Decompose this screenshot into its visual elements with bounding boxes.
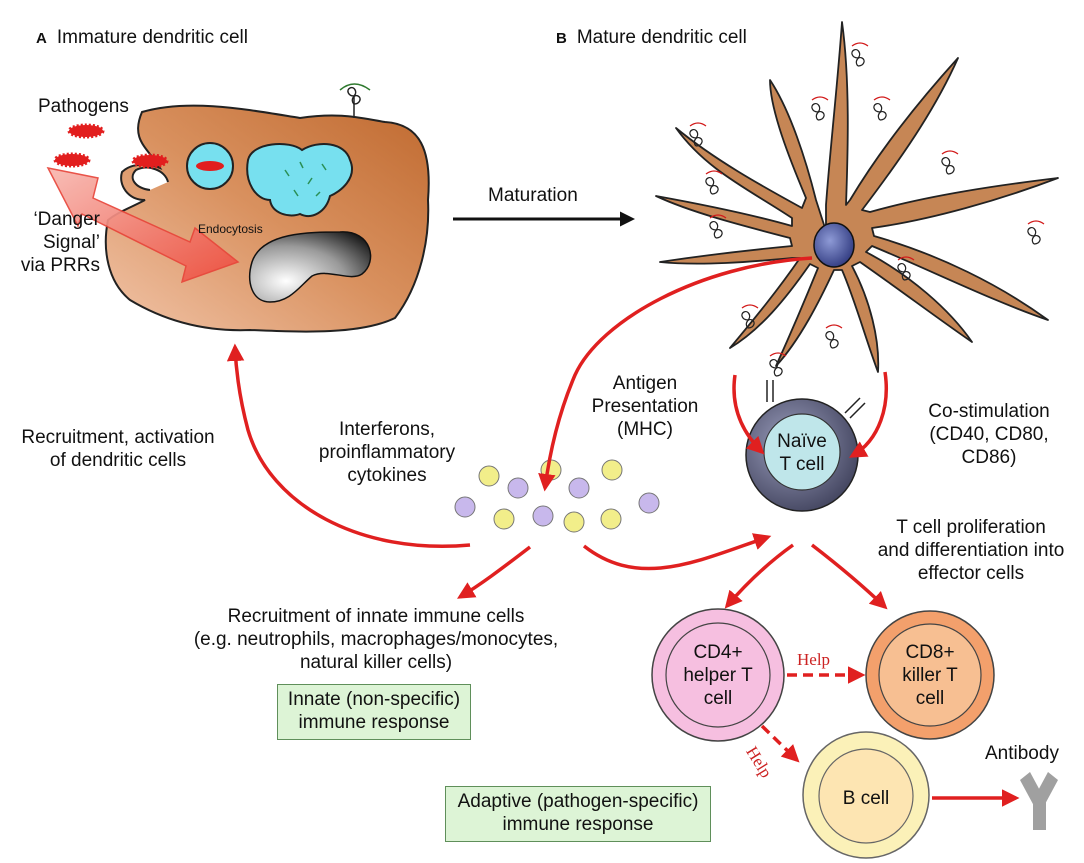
pathogens-label: Pathogens [38,96,129,117]
arrow-costimulation [848,371,888,458]
costimulation-label: Co-stimulation (CD40, CD80, CD86) [928,401,1050,468]
immature-cell-nucleus [249,231,372,303]
arrow-to-innate-recruitment [456,545,532,599]
mhc-receptor-icons [689,42,1045,377]
antigen-presentation-label: Antigen Presentation (MHC) [591,373,699,440]
arrow-tcell-to-cd8 [810,543,888,610]
mature-cell-nucleus [813,222,855,268]
arrow-antigen-presentation [732,374,765,455]
arrow-cytokines-to-dc [226,343,471,548]
danger-signal-label: ‘Danger Signal’ via PRRs [20,209,100,276]
cd4-helper-t-cell-label: CD4+ helper T cell [683,642,753,709]
innate-response-box: Innate (non-specific) immune response [277,684,471,740]
cd8-killer-t-cell-label: CD8+ killer T cell [902,642,958,709]
arrow-cytokines-to-tcell [582,533,772,571]
surface-receptor-icon [339,83,371,118]
naive-t-cell-label: Naïve T cell [777,431,827,475]
arrow-dc-to-cytokines [538,256,813,492]
mature-dendritic-cell [655,21,1059,373]
arrow-tcell-to-cd4 [724,543,795,609]
endocytosis-label: Endocytosis [198,222,263,236]
maturation-label: Maturation [488,185,578,206]
help-arrow-cd4-to-bcell [760,724,800,763]
antibody-icon [1020,772,1058,830]
interferons-label: Interferons, proinflammatory cytokines [318,419,456,486]
b-cell-label: B cell [842,788,890,809]
recruitment-dc-label: Recruitment, activation of dendritic cel… [21,427,215,471]
t-proliferation-label: T cell proliferation and differentiation… [877,517,1065,584]
lysosome [246,143,353,217]
help-label-cd8: Help [797,650,831,669]
danger-signal-bolt [46,166,240,284]
adaptive-response-box: Adaptive (pathogen-specific) immune resp… [445,786,711,842]
antibody-label: Antibody [985,743,1059,764]
recruitment-innate-label: Recruitment of innate immune cells (e.g.… [193,606,559,673]
cytokine-dots [454,459,660,533]
pathogen-icons [53,123,169,169]
